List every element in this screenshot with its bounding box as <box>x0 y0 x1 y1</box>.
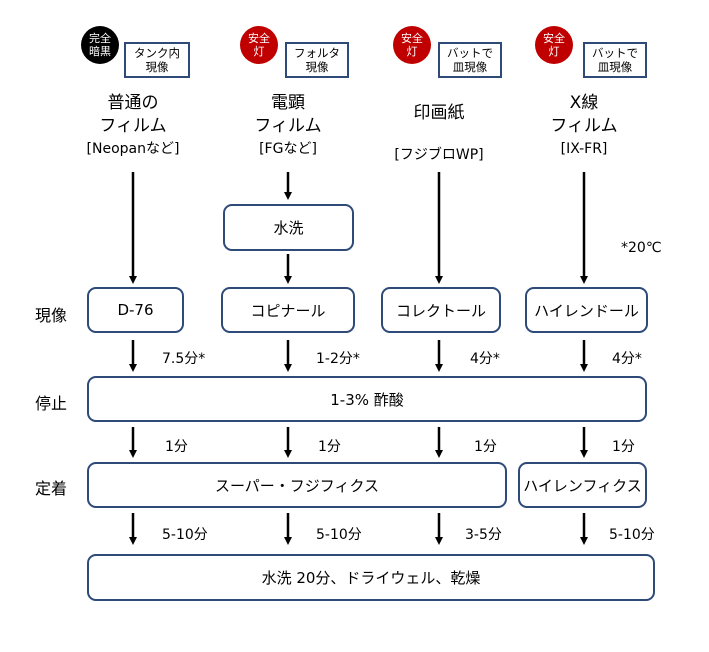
develop-time-col2: 1-2分* <box>316 351 360 367</box>
method-tag-col4: バットで皿現像 <box>583 42 647 78</box>
developer-label: コピナール <box>250 301 326 320</box>
column-header-col4: X線 フィルム [IX-FR] <box>524 92 644 161</box>
developer-label: ハイレンドール <box>534 301 639 320</box>
stop-bath-label: 1-3% 酢酸 <box>330 390 404 409</box>
final-wash-dry-box: 水洗 20分、ドライウェル、乾燥 <box>87 554 655 601</box>
stop-time-col4: 1分 <box>612 439 635 455</box>
fix-time-col3: 3-5分 <box>465 527 502 543</box>
stop-time-col3: 1分 <box>474 439 497 455</box>
title-line1: 印画紙 <box>413 103 465 123</box>
tag-line1: バットで <box>592 46 638 60</box>
safelight-badge-col2: 安全灯 <box>240 26 278 64</box>
tag-line2: 現像 <box>145 60 169 74</box>
row-label-fix: 定着 <box>35 479 68 498</box>
row-label-develop: 現像 <box>35 306 68 325</box>
column-header-col2: 電顕 フィルム [FGなど] <box>228 92 348 161</box>
tag-line2: 現像 <box>305 60 329 74</box>
badge-line2: 暗黒 <box>89 45 111 58</box>
prewash-box: 水洗 <box>223 204 354 251</box>
tag-line2: 皿現像 <box>597 60 633 74</box>
badge-line1: 安全 <box>543 32 565 45</box>
safelight-badge-col3: 安全灯 <box>393 26 431 64</box>
badge-line1: 安全 <box>248 32 270 45</box>
subtitle: [フジブロWP] <box>394 147 484 163</box>
row-label-stop: 停止 <box>35 394 68 413</box>
develop-time-col4: 4分* <box>612 351 642 367</box>
subtitle: [FGなど] <box>259 141 317 157</box>
final-wash-dry-label: 水洗 20分、ドライウェル、乾燥 <box>261 569 481 587</box>
badge-line2: 灯 <box>253 45 265 58</box>
stop-time-col1: 1分 <box>165 439 188 455</box>
develop-time-col3: 4分* <box>470 351 500 367</box>
stop-bath-box: 1-3% 酢酸 <box>87 376 647 422</box>
title-line2: フィルム <box>254 116 322 136</box>
developer-box-col3: コレクトール <box>381 287 501 333</box>
fix-time-col1: 5-10分 <box>162 527 208 543</box>
fix-time-col2: 5-10分 <box>316 527 362 543</box>
method-tag-col1: タンク内現像 <box>124 42 190 78</box>
prewash-label: 水洗 <box>273 219 304 237</box>
badge-line1: 安全 <box>401 32 423 45</box>
fixer-xray-label: ハイレンフィクス <box>523 476 642 495</box>
subtitle: [Neopanなど] <box>86 141 180 157</box>
developer-box-col2: コピナール <box>221 287 355 333</box>
title-line1: X線 <box>569 93 599 113</box>
subtitle: [IX-FR] <box>560 141 608 157</box>
develop-time-col1: 7.5分* <box>162 351 206 367</box>
fix-time-col4: 5-10分 <box>609 527 655 543</box>
safelight-badge-col4: 安全灯 <box>535 26 573 64</box>
method-tag-col3: バットで皿現像 <box>438 42 502 78</box>
title-line2: フィルム <box>99 116 167 136</box>
title-line1: 普通の <box>107 93 159 113</box>
badge-line2: 灯 <box>548 45 560 58</box>
developer-box-col1: D-76 <box>87 287 184 333</box>
developer-label: D-76 <box>117 301 154 319</box>
title-line1: 電顕 <box>271 93 305 113</box>
developer-label: コレクトール <box>395 301 486 320</box>
badge-line1: 完全 <box>89 32 111 45</box>
column-header-col1: 普通の フィルム [Neopanなど] <box>73 92 193 161</box>
tag-line1: タンク内 <box>134 46 180 60</box>
tag-line2: 皿現像 <box>452 60 488 74</box>
fixer-box-xray: ハイレンフィクス <box>518 462 647 508</box>
title-line2: フィルム <box>550 116 618 136</box>
column-header-col3: 印画紙 [フジブロWP] <box>384 102 494 167</box>
developer-box-col4: ハイレンドール <box>525 287 648 333</box>
darkness-badge-col1: 完全暗黒 <box>81 26 119 64</box>
stop-time-col2: 1分 <box>318 439 341 455</box>
fixer-box-main: スーパー・フジフィクス <box>87 462 507 508</box>
fixer-main-label: スーパー・フジフィクス <box>214 476 380 495</box>
temperature-note: *20℃ <box>621 240 662 256</box>
tag-line1: バットで <box>447 46 493 60</box>
tag-line1: フォルタ <box>294 46 340 60</box>
method-tag-col2: フォルタ現像 <box>285 42 349 78</box>
badge-line2: 灯 <box>406 45 418 58</box>
